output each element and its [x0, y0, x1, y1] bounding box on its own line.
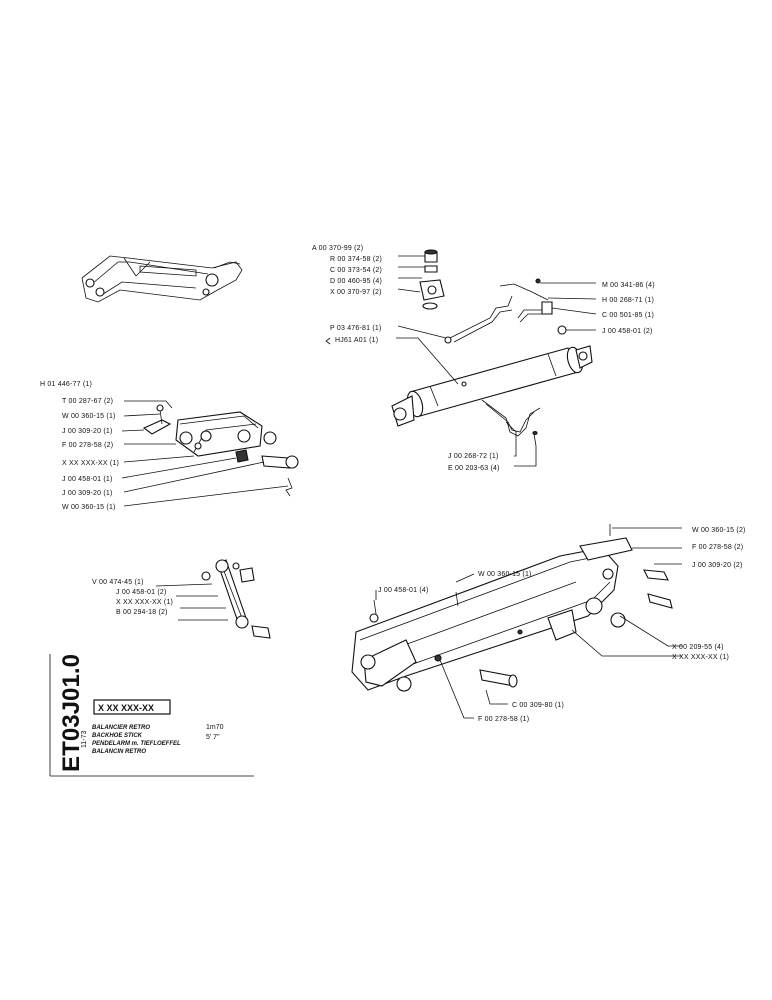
stick-assembly: [351, 524, 673, 692]
top-center-leaders: [396, 255, 597, 467]
doc-date: 11-73: [81, 731, 88, 748]
callout-label: J 00 309-20 (2): [692, 562, 742, 569]
bracket-assembly: [142, 404, 299, 497]
callout-label: W 00 360-15 (2): [692, 527, 746, 534]
callout-label: J 00 309-20 (1): [62, 428, 112, 435]
link-assembly: [201, 559, 271, 639]
callout-labels: A 00 370-99 (2) R 00 374-58 (2) C 00 373…: [40, 245, 746, 723]
callout-label: J 00 268-72 (1): [448, 453, 498, 460]
callout-label: H 00 268-71 (1): [602, 297, 654, 304]
right-low-leaders: [375, 527, 682, 719]
cylinder-assembly: [391, 249, 593, 447]
doc-code: ET03J01.0: [58, 654, 84, 772]
callout-label: C 00 373-54 (2): [330, 267, 382, 274]
left-low-leaders: [155, 583, 228, 621]
callout-label: X XX XXX-XX (1): [116, 599, 173, 606]
callout-label: W 00 360-15 (1): [62, 504, 116, 511]
callout-label: J 00 458-01 (2): [116, 589, 166, 596]
callout-label: W 00 360-15 (1): [478, 571, 532, 578]
callout-label: P 03 476-81 (1): [330, 325, 382, 332]
dim-imperial: 5' 7": [206, 734, 220, 741]
doc-code-text: ET03J01.0: [58, 654, 84, 772]
callout-label: J 00 458-01 (1): [62, 476, 112, 483]
callout-label: J 00 458-01 (2): [602, 328, 652, 335]
part-number: X XX XXX-XX: [98, 703, 154, 713]
name-fr: BALANCIER RETRO: [92, 725, 150, 731]
name-es: BALANCIN RETRO: [92, 749, 146, 755]
callout-label: J 00 458-01 (4): [378, 587, 428, 594]
name-de: PENDELARM m. TIEFLOEFFEL: [92, 741, 181, 747]
name-en: BACKHOE STICK: [92, 733, 143, 739]
callout-label: M 00 341-86 (4): [602, 282, 655, 289]
callout-label: X XX XXX-XX (1): [62, 460, 119, 467]
callout-label: R 00 374-58 (2): [330, 256, 382, 263]
callout-label: F 00 278-58 (2): [62, 442, 113, 449]
callout-label: B 00 294-18 (2): [116, 609, 168, 616]
dim-metric: 1m70: [206, 724, 224, 731]
callout-label: H 01 446-77 (1): [40, 381, 92, 388]
left-mid-leaders: [121, 400, 289, 507]
callout-label: V 00 474-45 (1): [92, 579, 144, 586]
callout-label: W 00 360-15 (1): [62, 413, 116, 420]
callout-label: A 00 370-99 (2): [312, 245, 363, 252]
callout-label: T 00 287-67 (2): [62, 398, 113, 405]
callout-label: E 00 203-63 (4): [448, 465, 500, 472]
callout-label: X 00 209-55 (4): [672, 644, 724, 651]
overview-sketch: [81, 255, 243, 303]
callout-label: HJ61 A01 (1): [335, 337, 378, 344]
title-block: X XX XXX-XX BALANCIER RETRO BACKHOE STIC…: [49, 654, 254, 777]
callout-label: X XX XXX-XX (1): [672, 654, 729, 661]
callout-label: D 00 460-95 (4): [330, 278, 382, 285]
callout-label: X 00 370-97 (2): [330, 289, 382, 296]
callout-label: C 00 501-85 (1): [602, 312, 654, 319]
callout-label: C 00 309-80 (1): [512, 702, 564, 709]
callout-label: J 00 309-20 (1): [62, 490, 112, 497]
callout-label: F 00 278-58 (1): [478, 716, 529, 723]
callout-label: F 00 278-58 (2): [692, 544, 743, 551]
